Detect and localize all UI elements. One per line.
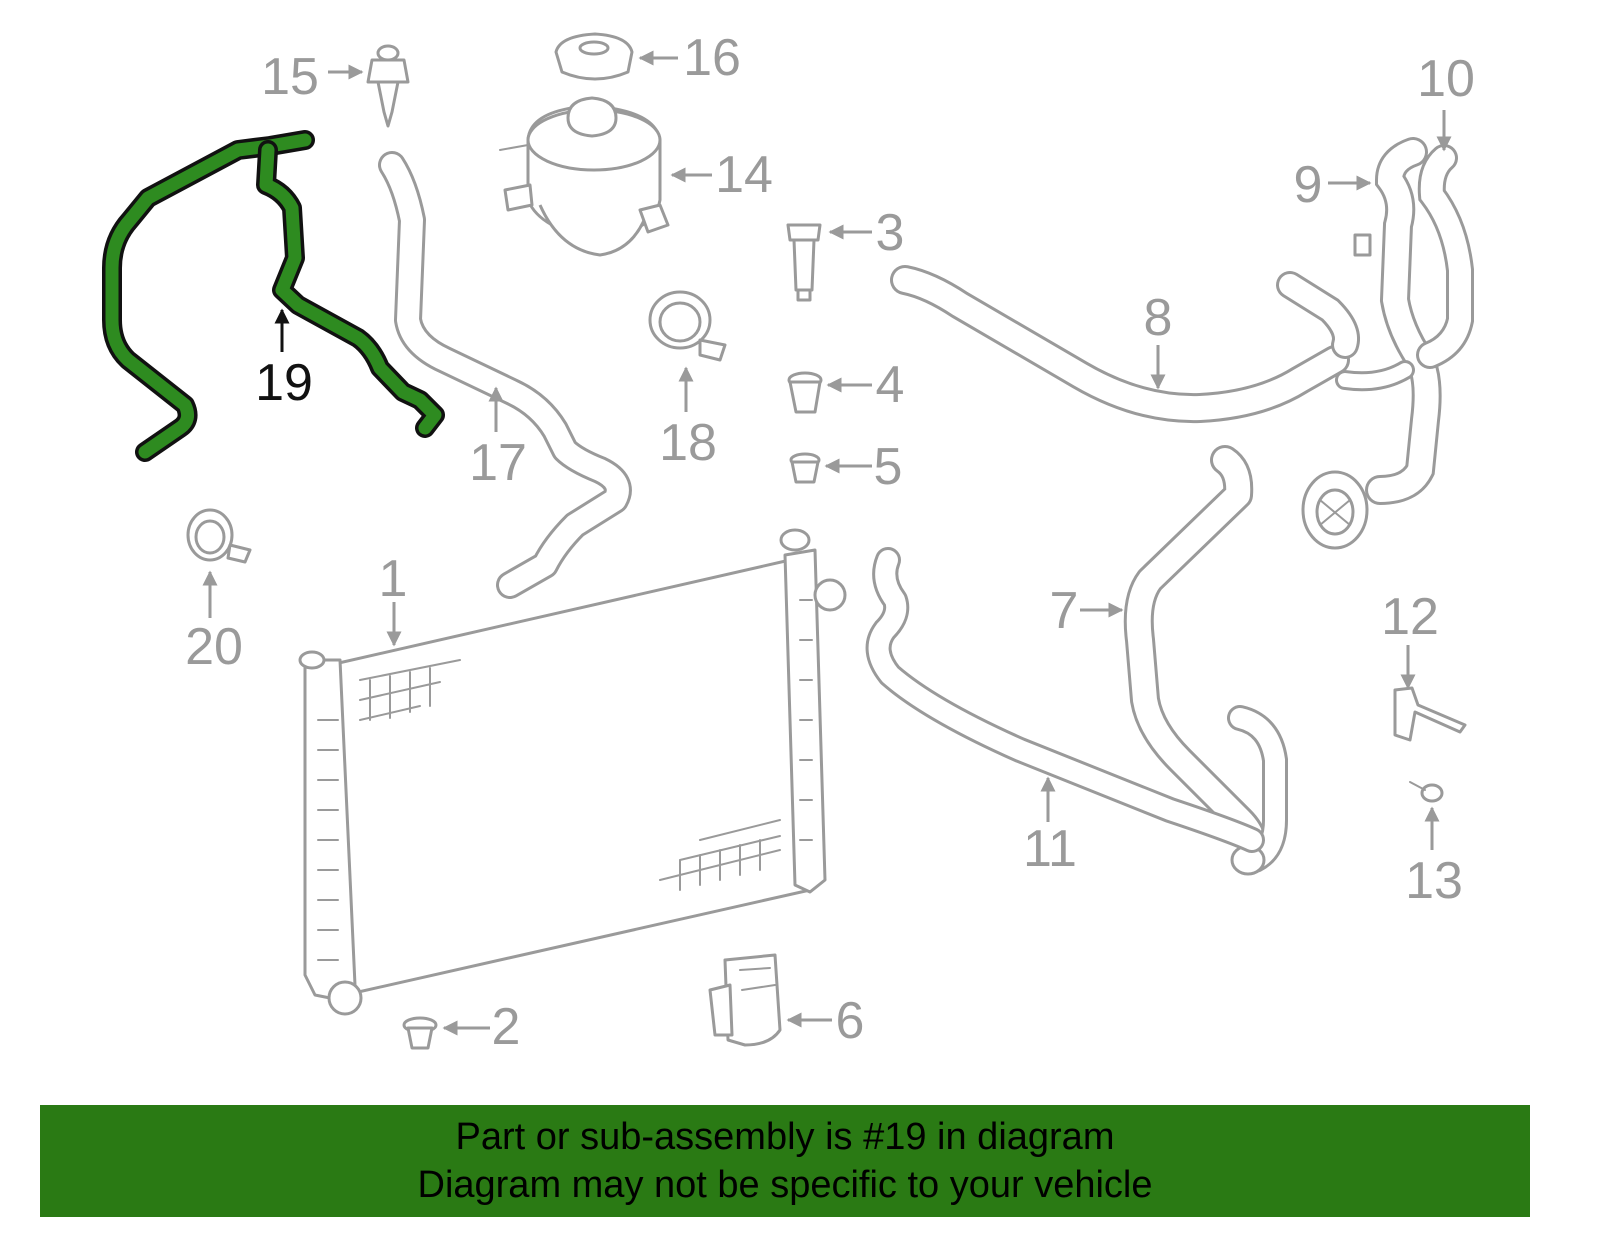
part-12-bracket [1393, 686, 1467, 742]
callout-19: 19 [255, 354, 313, 412]
banner-line-1: Part or sub-assembly is #19 in diagram [455, 1116, 1115, 1158]
part-15-clip [366, 44, 410, 128]
callout-4: 4 [876, 356, 905, 414]
leader-arrows [202, 50, 1452, 1036]
callout-5: 5 [874, 438, 903, 496]
part-19-hose[interactable] [102, 130, 445, 462]
part-5-plug [789, 452, 821, 484]
callout-6: 6 [836, 992, 865, 1050]
callout-12: 12 [1381, 588, 1439, 646]
callout-3: 3 [876, 204, 905, 262]
callout-14: 14 [715, 146, 773, 204]
part-8-hose [890, 265, 1350, 424]
part-13-bolt [1409, 781, 1444, 803]
part-9-10-hose-assembly [1276, 137, 1474, 550]
part-16-cap [554, 32, 634, 81]
callout-20: 20 [185, 618, 243, 676]
part-17-hose [378, 151, 632, 599]
callout-10: 10 [1417, 50, 1475, 108]
callout-7: 7 [1050, 582, 1079, 640]
part-3-plug [786, 223, 822, 302]
part-14-tank [499, 96, 670, 257]
info-banner: Part or sub-assembly is #19 in diagram D… [40, 1105, 1530, 1217]
callout-17: 17 [469, 434, 527, 492]
callout-1: 1 [379, 550, 408, 608]
callout-9: 9 [1294, 156, 1323, 214]
callout-8: 8 [1144, 289, 1173, 347]
callout-2: 2 [492, 998, 521, 1056]
callout-18: 18 [659, 414, 717, 472]
part-2-plug [402, 1016, 438, 1050]
part-11-hose [865, 547, 1265, 853]
part-4-plug [787, 371, 823, 414]
callout-13: 13 [1405, 852, 1463, 910]
callout-11: 11 [1023, 820, 1077, 878]
part-20-clamp [186, 508, 252, 564]
banner-line-2: Diagram may not be specific to your vehi… [417, 1164, 1153, 1206]
part-18-clamp [648, 290, 727, 362]
callout-16: 16 [683, 29, 741, 87]
part-6-bracket [708, 953, 782, 1047]
part-1-radiator [298, 528, 847, 1016]
callout-15: 15 [261, 48, 319, 106]
